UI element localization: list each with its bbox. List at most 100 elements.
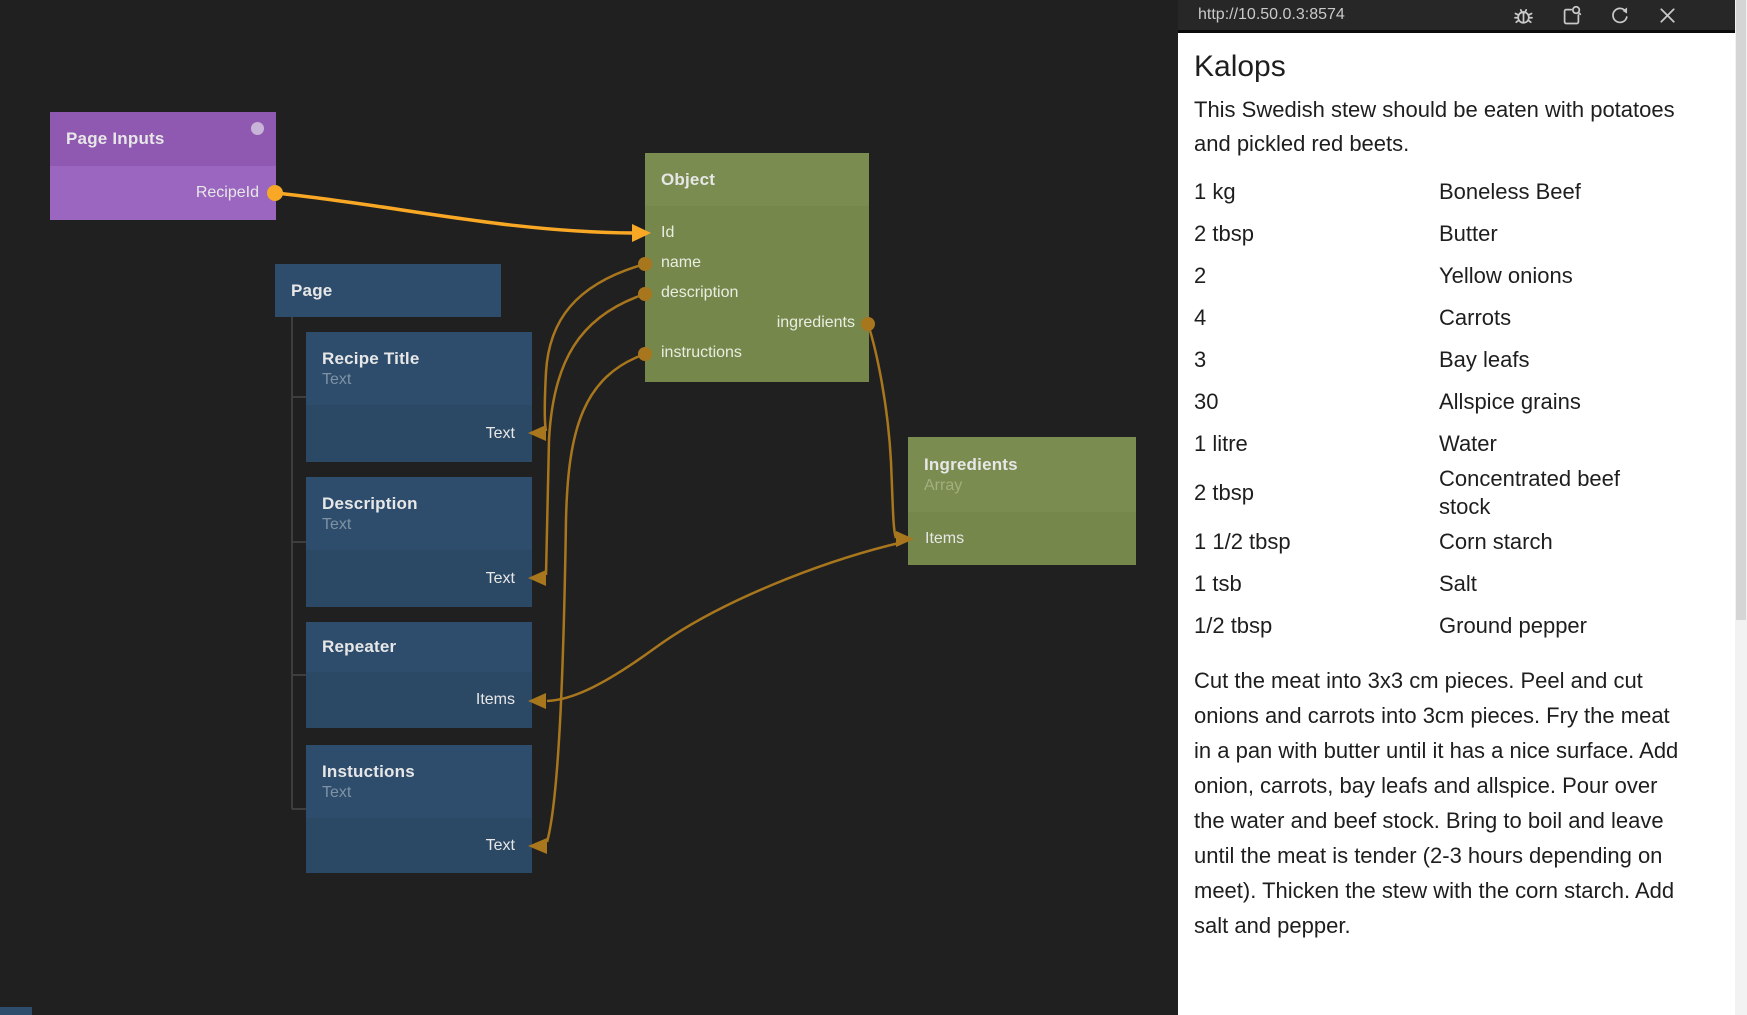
- ingredient-name: Boneless Beef: [1439, 179, 1581, 204]
- node-ports: Id name description ingredients instruct…: [645, 206, 869, 382]
- node-title: Description: [322, 493, 418, 513]
- node-page-inputs[interactable]: Page Inputs RecipeId: [50, 112, 276, 220]
- preview-panel: http://10.50.0.3:8574: [1178, 0, 1735, 1015]
- node-page[interactable]: Page: [275, 264, 501, 317]
- scrollbar-thumb[interactable]: [1736, 0, 1746, 620]
- port-label: RecipeId: [195, 184, 259, 201]
- ingredient-name: Yellow onions: [1439, 263, 1573, 288]
- port-text-input[interactable]: Text: [306, 818, 532, 873]
- ingredient-row: 30 Allspice grains: [1194, 381, 1719, 423]
- ingredient-amount: 2: [1194, 263, 1207, 288]
- port-recipeid[interactable]: RecipeId: [50, 166, 276, 220]
- ingredient-row: 4 Carrots: [1194, 297, 1719, 339]
- recipe-title: Kalops: [1194, 50, 1286, 83]
- node-repeater[interactable]: Repeater Items: [306, 622, 532, 728]
- port-description-input[interactable]: description: [645, 278, 869, 308]
- bug-icon[interactable]: [1512, 4, 1535, 27]
- port-text-input[interactable]: Text: [306, 405, 532, 462]
- node-title: Recipe Title: [322, 348, 420, 368]
- node-recipe-title[interactable]: Recipe Title Text Text: [306, 332, 532, 462]
- toolbar-icons: [1512, 4, 1735, 27]
- ingredient-row: 2 tbsp Butter: [1194, 213, 1719, 255]
- ingredient-amount: 1 tsb: [1194, 571, 1242, 596]
- port-label: Text: [485, 836, 515, 854]
- url-field[interactable]: http://10.50.0.3:8574: [1198, 6, 1345, 23]
- panel-divider: [1178, 30, 1735, 33]
- port-label: Text: [485, 424, 515, 442]
- tree-connector-line: [291, 317, 306, 810]
- wire-recipeid-to-id: [275, 191, 634, 235]
- ingredient-amount: 2 tbsp: [1194, 480, 1254, 505]
- node-ingredients[interactable]: Ingredients Array Items: [908, 437, 1136, 565]
- ingredients-list: 1 kg Boneless Beef 2 tbsp Butter 2 Yello…: [1194, 171, 1719, 647]
- ingredient-name: Water: [1439, 431, 1497, 456]
- canvas-corner-element: [0, 1007, 32, 1015]
- node-title: Repeater: [322, 637, 397, 656]
- node-header[interactable]: Recipe Title Text: [306, 332, 532, 405]
- port-instructions-input[interactable]: instructions: [645, 338, 869, 368]
- ingredient-amount: 2 tbsp: [1194, 221, 1254, 246]
- preview-content: Kalops This Swedish stew should be eaten…: [1178, 33, 1735, 1015]
- ingredient-amount: 30: [1194, 389, 1219, 414]
- close-icon[interactable]: [1656, 4, 1679, 27]
- ingredient-name: Corn starch: [1439, 529, 1553, 554]
- ingredient-name: Carrots: [1439, 305, 1512, 330]
- port-items-input[interactable]: Items: [306, 672, 532, 728]
- port-name-input[interactable]: name: [645, 248, 869, 278]
- node-title: Page Inputs: [66, 129, 165, 148]
- node-graph-canvas[interactable]: Page Inputs RecipeId Page Recipe Title T…: [0, 0, 1178, 1015]
- ingredient-name: Allspice grains: [1439, 389, 1581, 414]
- port-label: Items: [475, 691, 515, 708]
- node-header[interactable]: Object: [645, 153, 869, 206]
- ingredient-name: Ground pepper: [1439, 613, 1587, 638]
- wire-description-to-description: [544, 292, 646, 576]
- node-header[interactable]: Page Inputs: [50, 112, 276, 166]
- port-label: Items: [925, 529, 965, 547]
- ingredient-row: 3 Bay leafs: [1194, 339, 1719, 381]
- node-header[interactable]: Page: [275, 264, 501, 317]
- ingredient-row: 1 1/2 tbsp Corn starch: [1194, 521, 1719, 563]
- preview-toolbar: http://10.50.0.3:8574: [1178, 0, 1735, 30]
- ingredient-row: 1 kg Boneless Beef: [1194, 171, 1719, 213]
- scrollbar-track[interactable]: [1735, 0, 1747, 1015]
- node-description[interactable]: Description Text Text: [306, 477, 532, 607]
- ingredient-amount: 1/2 tbsp: [1194, 613, 1273, 638]
- node-subtitle: Text: [322, 370, 352, 388]
- wire-ingredients-to-array: [866, 323, 898, 539]
- node-status-dot: [251, 122, 264, 135]
- port-label: instructions: [661, 344, 742, 361]
- port-label: ingredients: [776, 314, 855, 331]
- ingredient-amount: 1 litre: [1194, 431, 1248, 456]
- node-title: Page: [291, 280, 333, 300]
- ingredient-name: Butter: [1439, 221, 1498, 246]
- ingredient-row: 1 tsb Salt: [1194, 563, 1719, 605]
- port-label: Text: [485, 569, 515, 587]
- port-text-input[interactable]: Text: [306, 550, 532, 607]
- wire-instructions-to-instuctions: [545, 352, 646, 843]
- ingredient-amount: 3: [1194, 347, 1207, 372]
- node-header[interactable]: Repeater: [306, 622, 532, 672]
- wire-array-to-repeater: [546, 541, 900, 703]
- open-window-icon[interactable]: [1560, 4, 1583, 27]
- ingredient-name: Bay leafs: [1439, 347, 1530, 372]
- port-id-input[interactable]: Id: [645, 218, 869, 248]
- port-label: description: [661, 284, 739, 301]
- port-items[interactable]: Items: [908, 512, 1136, 565]
- node-header[interactable]: Instuctions Text: [306, 745, 532, 818]
- refresh-icon[interactable]: [1608, 4, 1631, 27]
- node-header[interactable]: Ingredients Array: [908, 437, 1136, 512]
- node-object[interactable]: Object Id name description ingredients i…: [645, 153, 869, 382]
- ingredient-row: 1/2 tbsp Ground pepper: [1194, 605, 1719, 647]
- ingredient-row: 2 tbsp Concentrated beef stock: [1194, 465, 1719, 521]
- port-label: name: [661, 254, 702, 271]
- node-title: Ingredients: [924, 454, 1018, 474]
- ingredient-name: Concentrated beef stock: [1439, 466, 1621, 519]
- ingredient-amount: 4: [1194, 305, 1207, 330]
- node-header[interactable]: Description Text: [306, 477, 532, 550]
- port-ingredients-output[interactable]: ingredients: [645, 308, 869, 338]
- recipe-description: This Swedish stew should be eaten with p…: [1194, 97, 1675, 156]
- node-instuctions[interactable]: Instuctions Text Text: [306, 745, 532, 873]
- ingredient-row: 1 litre Water: [1194, 423, 1719, 465]
- node-title: Object: [661, 169, 716, 189]
